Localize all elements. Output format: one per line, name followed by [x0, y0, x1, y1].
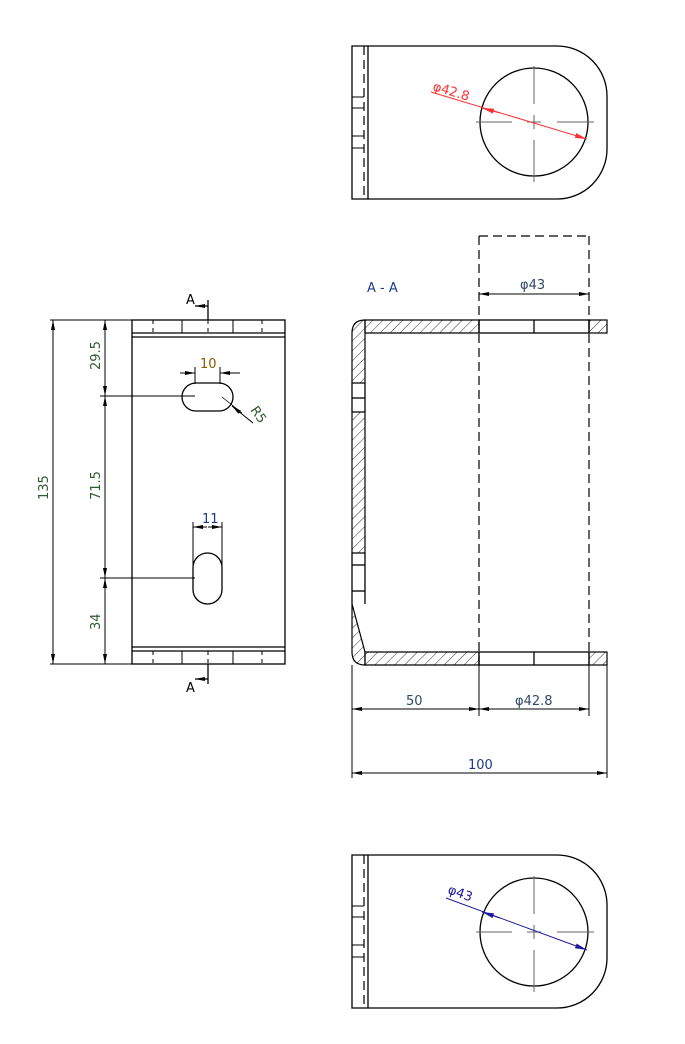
- dim-slot1-width: 10: [200, 357, 217, 372]
- bottom-hole-dim: φ43: [446, 883, 475, 906]
- section-title: A - A: [367, 281, 398, 296]
- dim-left-length: 50: [406, 694, 423, 709]
- bottom-view: φ43: [351, 854, 608, 1009]
- dim-slot-spacing: 71.5: [89, 471, 104, 500]
- dim-top-offset: 29.5: [89, 341, 104, 370]
- slot-1: [181, 382, 234, 412]
- top-hole-dim: φ42.8: [431, 79, 471, 104]
- dim-hole-bottom: φ42.8: [515, 694, 553, 709]
- dim-bottom-offset: 34: [89, 613, 104, 630]
- front-view: A A 135 29.5 71.5 34 10 11 R5: [37, 293, 286, 696]
- dim-overall-height: 135: [37, 475, 52, 500]
- dim-total-length: 100: [468, 758, 493, 773]
- top-view: φ42.8: [351, 45, 608, 200]
- section-marker-bottom: A: [186, 681, 195, 696]
- section-view: A - A φ43 50 φ42.8 100: [351, 235, 608, 778]
- dim-slot-radius: R5: [247, 404, 269, 427]
- dim-slot2-width: 11: [202, 512, 219, 527]
- dim-hole-top: φ43: [520, 278, 545, 293]
- slot-2: [192, 552, 223, 605]
- section-marker-top: A: [186, 293, 195, 308]
